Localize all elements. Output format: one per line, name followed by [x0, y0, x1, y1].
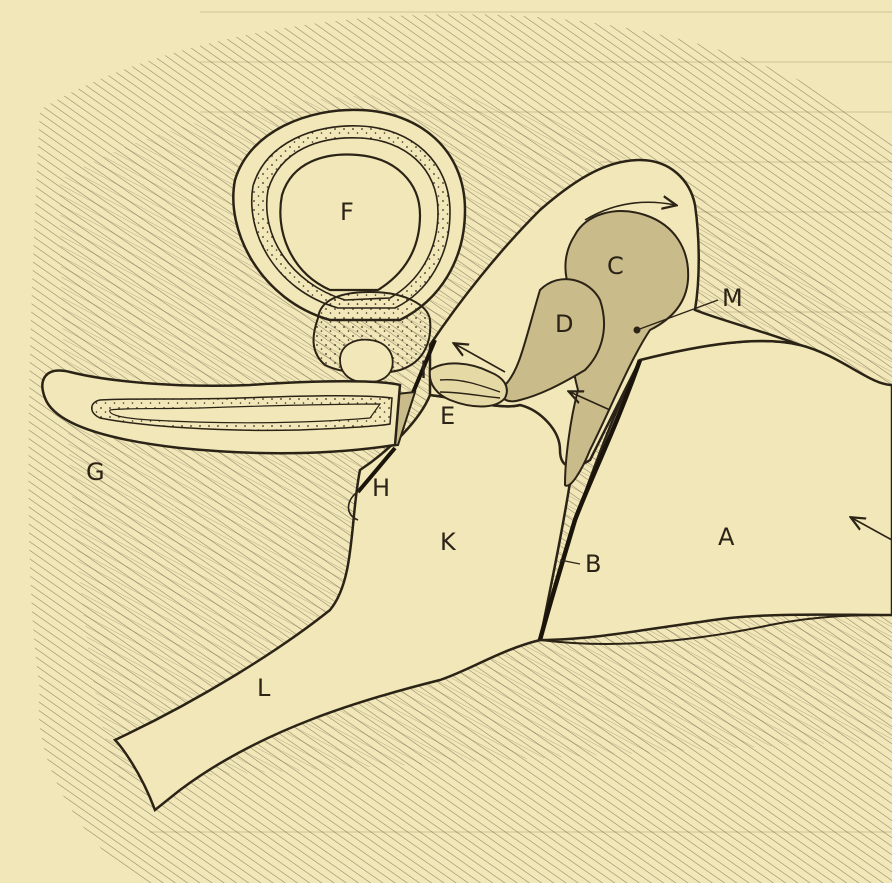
label-d: D [555, 310, 573, 338]
label-g: G [86, 458, 105, 486]
label-l: L [257, 674, 271, 702]
label-b: B [585, 550, 601, 578]
label-c: C [607, 252, 624, 280]
label-a: A [718, 523, 735, 551]
saccule [340, 340, 393, 383]
label-k: K [440, 528, 457, 556]
label-m: M [722, 284, 743, 312]
label-i: I [420, 356, 427, 384]
label-f: F [340, 198, 354, 226]
label-h: H [372, 474, 390, 502]
m-pointer-dot [634, 327, 641, 334]
label-e: E [440, 402, 455, 430]
